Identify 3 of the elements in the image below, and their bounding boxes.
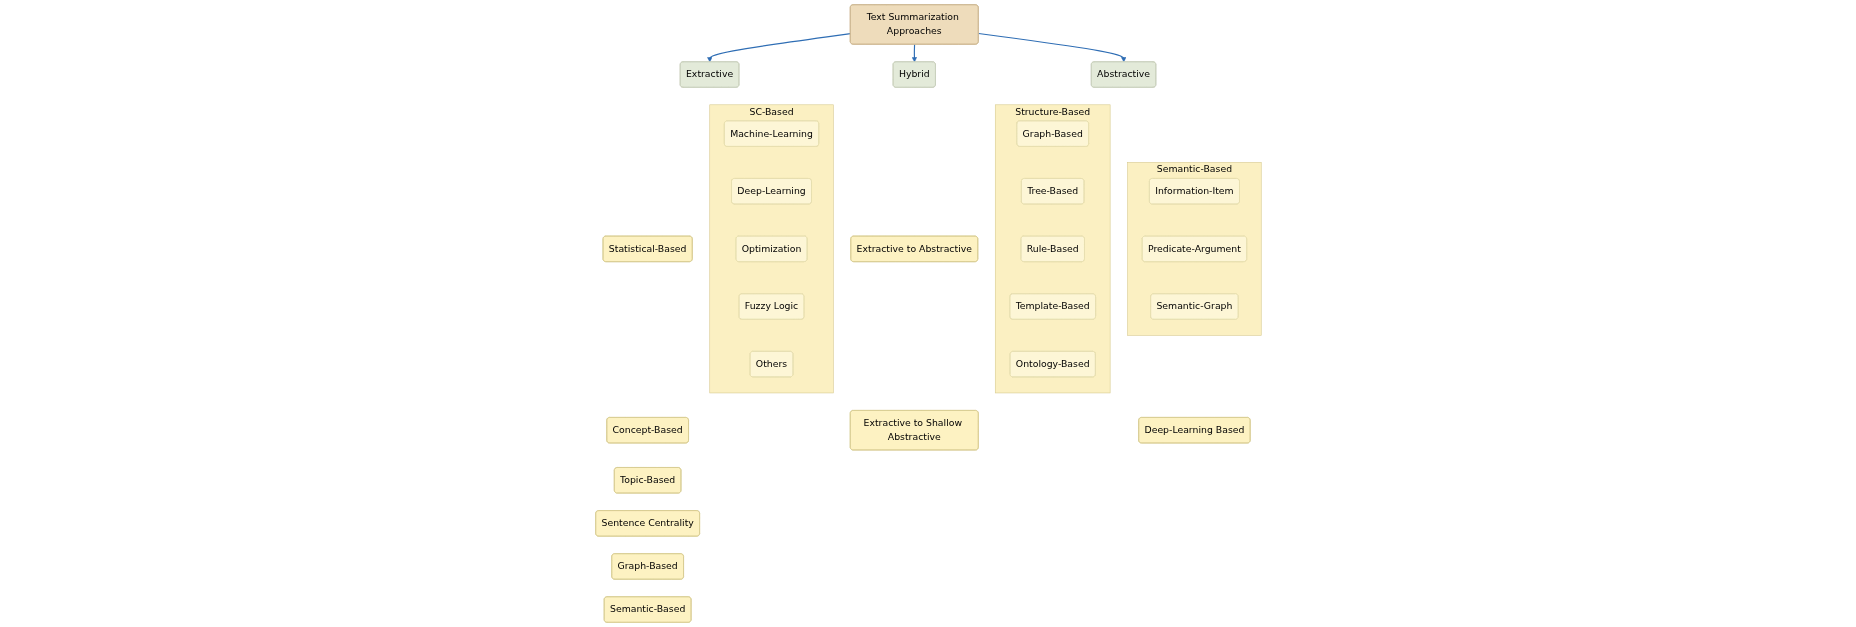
arrow	[706, 33, 851, 63]
arrow	[911, 43, 917, 63]
arrow	[977, 32, 1126, 63]
